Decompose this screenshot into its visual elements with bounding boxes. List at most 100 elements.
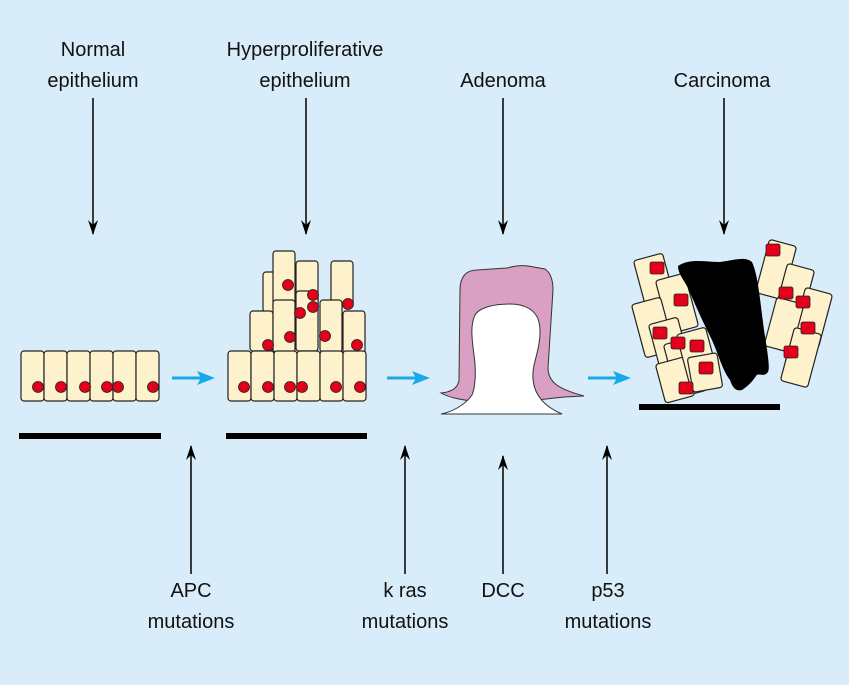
carcinoma-basement-membrane [639, 404, 780, 410]
normal-cell-body [135, 350, 160, 402]
normal-cell [20, 350, 45, 402]
hyper-cell-body [227, 350, 252, 402]
normal-cell [43, 350, 68, 402]
hyper-nucleus [354, 381, 366, 393]
normal-pointer-arrowhead [88, 220, 98, 235]
carcinoma-nucleus [795, 295, 811, 309]
hyper-nucleus [238, 381, 250, 393]
hyper-cell [319, 350, 344, 402]
normal-epithelium-illustration [19, 350, 161, 439]
normal-nucleus [79, 381, 91, 393]
hyper-basement-membrane [226, 433, 367, 439]
label-apc-mutations: APC mutations [91, 576, 291, 638]
label-carcinoma: Carcinoma [622, 66, 822, 97]
normal-nucleus [32, 381, 44, 393]
label-p53-line-1: p53 [591, 580, 625, 602]
normal-cell-body [66, 350, 91, 402]
hyper-cell [272, 299, 296, 353]
p53-pointer-arrowhead [602, 445, 612, 460]
carcinoma-illustration [631, 239, 833, 410]
hyper-nucleus [330, 381, 342, 393]
label-p53-mutations: p53 mutations [508, 576, 708, 638]
hyper-cell [227, 350, 252, 402]
hyper-cell-body [342, 350, 367, 402]
adenoma-inner-stroma [440, 303, 563, 415]
hyper-nucleus [319, 330, 331, 342]
hyper-cell-body [296, 350, 321, 402]
normal-cell [66, 350, 91, 402]
hyper-nucleus [342, 298, 354, 310]
hyper-nucleus [307, 289, 319, 301]
hyper-cell-body [272, 299, 296, 353]
hyper-cell-body [250, 350, 275, 402]
hyper-nucleus [284, 381, 296, 393]
carcinoma-nucleus [778, 286, 794, 300]
normal-nucleus [147, 381, 159, 393]
normal-cell-body [89, 350, 114, 402]
dcc-pointer-arrowhead [498, 455, 508, 470]
carcinoma-nucleus [765, 243, 781, 257]
adenoma-pointer-arrowhead [498, 220, 508, 235]
mutation-pointer-arrows [186, 445, 612, 574]
label-dcc: DCC [403, 576, 603, 607]
carcinoma-nucleus [673, 293, 689, 307]
label-apc-line-2: mutations [147, 611, 235, 633]
hyper-cell [273, 350, 298, 402]
carcinoma-pointer-arrowhead [719, 220, 729, 235]
hyper-nucleus [351, 339, 363, 351]
carcinoma-nucleus [678, 381, 694, 395]
carcinoma-nucleus [800, 321, 816, 335]
carcinoma-nucleus [698, 361, 714, 375]
hyper-cell [296, 350, 321, 402]
normal-cell-body [20, 350, 45, 402]
normal-cell [135, 350, 160, 402]
hyper-nucleus [262, 381, 274, 393]
progression-arrow-1 [172, 371, 215, 385]
label-kras-line-2: mutations [361, 611, 449, 633]
label-hyperproliferative-epithelium: Hyperproliferative epithelium [205, 35, 405, 97]
normal-nucleus [112, 381, 124, 393]
label-adenoma-line-1: Adenoma [460, 70, 546, 92]
normal-nucleus [101, 381, 113, 393]
hyper-nucleus [296, 381, 308, 393]
label-adenoma: Adenoma [403, 66, 603, 97]
hyper-cell-body [319, 350, 344, 402]
kras-pointer-arrowhead [400, 445, 410, 460]
stage-pointer-arrows [88, 98, 729, 235]
label-apc-line-1: APC [170, 580, 212, 602]
hyper-pointer-arrowhead [301, 220, 311, 235]
label-dcc-line-1: DCC [481, 580, 525, 602]
progression-arrows [172, 371, 631, 385]
hyperproliferative-epithelium-illustration [226, 250, 367, 439]
label-normal-epithelium: Normal epithelium [0, 35, 193, 97]
carcinoma-nucleus [649, 261, 665, 275]
hyper-cell-body [273, 350, 298, 402]
label-p53-line-2: mutations [564, 611, 652, 633]
hyper-nucleus [294, 307, 306, 319]
label-kras-line-1: k ras [383, 580, 427, 602]
normal-nucleus [55, 381, 67, 393]
carcinoma-nucleus [670, 336, 686, 350]
normal-basement-membrane [19, 433, 161, 439]
label-kras-mutations: k ras mutations [305, 576, 505, 638]
hyper-cell [319, 299, 343, 353]
normal-cell [89, 350, 114, 402]
hyper-nucleus [282, 279, 294, 291]
progression-arrow-3 [588, 371, 631, 385]
carcinoma-nucleus [652, 326, 668, 340]
hyper-cell [250, 350, 275, 402]
label-hyper-line-1: Hyperproliferative [226, 39, 384, 61]
normal-cell-body [43, 350, 68, 402]
label-hyper-line-2: epithelium [259, 70, 351, 92]
apc-pointer-arrowhead [186, 445, 196, 460]
normal-cell-body [112, 350, 137, 402]
carcinoma-nucleus [689, 339, 705, 353]
carcinoma-tumor-mass [678, 258, 769, 391]
hyper-nucleus [262, 339, 274, 351]
progression-arrow-2 [387, 371, 430, 385]
hyper-nucleus [307, 301, 319, 313]
label-normal-line-1: Normal [60, 39, 126, 61]
adenoma-illustration [439, 265, 585, 415]
